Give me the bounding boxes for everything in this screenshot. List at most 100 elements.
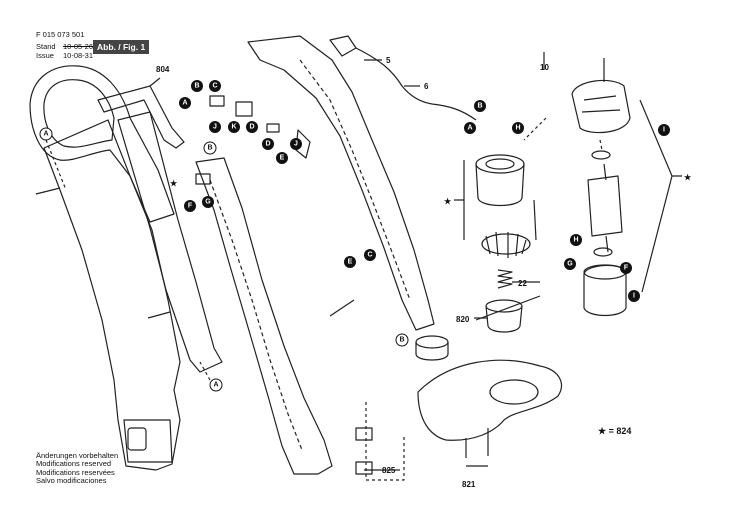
svg-text:F: F	[624, 265, 629, 272]
callout-d-2: D	[262, 138, 274, 150]
bracket-star-motor	[639, 99, 682, 293]
part-5-label: 5	[386, 56, 391, 65]
svg-text:A: A	[43, 131, 48, 138]
spool-housing-top	[475, 154, 525, 174]
part-6-label: 6	[424, 82, 429, 91]
callout-f-2: F	[620, 262, 632, 274]
part-825-label: 825	[382, 466, 396, 475]
callout-e-2: E	[344, 256, 356, 268]
spool-body	[485, 305, 523, 333]
brush-holder-1	[355, 427, 373, 441]
svg-text:B: B	[477, 103, 482, 110]
issue-label: Issue	[36, 51, 54, 60]
callout-j-1: J	[209, 121, 221, 133]
fan-wheel	[481, 233, 531, 255]
stand-label: Stand	[36, 42, 56, 51]
motor-stator	[583, 264, 627, 317]
svg-text:G: G	[567, 261, 573, 268]
callout-b-white-2: B	[395, 333, 409, 347]
callout-h-2: H	[570, 234, 582, 246]
svg-text:C: C	[212, 83, 217, 90]
screw-mid	[147, 311, 171, 319]
shaft-grip	[123, 419, 173, 463]
svg-text:D: D	[265, 141, 270, 148]
cap-body	[415, 342, 449, 361]
switch-cover	[235, 101, 253, 117]
doc-number: F 015 073 501	[36, 30, 85, 39]
cap-top	[415, 335, 449, 349]
modifications-notice: Änderungen vorbehalten Modifications res…	[36, 451, 119, 486]
svg-text:A: A	[213, 382, 218, 389]
part-821-label: 821	[462, 480, 476, 489]
leader-804	[149, 77, 161, 87]
modifications-fr: Modifications reservées	[36, 467, 115, 477]
callout-b-2: B	[474, 100, 486, 112]
dash-A-line	[45, 139, 211, 381]
svg-text:G: G	[205, 199, 211, 206]
callout-a-1: A	[179, 97, 191, 109]
loop-handle-inner	[43, 79, 115, 148]
svg-text:K: K	[231, 124, 236, 131]
spool-housing-inner	[485, 158, 515, 170]
svg-text:D: D	[249, 124, 254, 131]
svg-text:C: C	[367, 252, 372, 259]
main-housing	[247, 35, 435, 331]
bearing-top	[591, 150, 611, 160]
spool-cut-line	[475, 295, 541, 321]
armature-shaft	[603, 163, 609, 253]
bracket-825	[365, 402, 405, 481]
callout-b-1: B	[191, 80, 203, 92]
spool-top	[485, 299, 523, 313]
clip-part	[195, 173, 211, 185]
svg-text:H: H	[515, 125, 520, 132]
left-half-shell	[195, 157, 333, 475]
callout-h-1: H	[512, 122, 524, 134]
callout-j-2: J	[290, 138, 302, 150]
callout-g-2: G	[564, 258, 576, 270]
callout-a-white-1: A	[39, 127, 53, 141]
legend-star-824: ★ = 824	[598, 426, 632, 436]
part-10-label: 10	[540, 63, 549, 72]
svg-text:B: B	[194, 83, 199, 90]
switch-block	[209, 95, 225, 107]
brush-holder-2	[355, 461, 373, 475]
callout-i-1: I	[658, 124, 670, 136]
switch-spring	[266, 123, 280, 133]
fan-blades	[485, 231, 527, 258]
callout-e-1: E	[276, 152, 288, 164]
guard-opening	[489, 379, 539, 405]
callout-c-1: C	[209, 80, 221, 92]
callout-d-1: D	[246, 121, 258, 133]
mains-plug	[329, 35, 357, 57]
svg-text:J: J	[294, 141, 298, 148]
part-804-label: 804	[156, 65, 170, 74]
dash-motor-line	[523, 117, 603, 151]
mains-cable	[355, 47, 477, 121]
armature	[587, 175, 623, 237]
callout-a-2: A	[464, 122, 476, 134]
shaft-window	[127, 427, 147, 451]
svg-text:J: J	[213, 124, 217, 131]
figure-label: Abb. / Fig. 1	[93, 40, 150, 54]
svg-text:B: B	[207, 145, 212, 152]
star-marker-1: ★	[444, 197, 452, 206]
spool-housing-body	[475, 163, 525, 207]
inner-tube	[117, 111, 223, 373]
long-screw	[533, 199, 537, 241]
motor-cap-detail	[581, 95, 621, 113]
stator-top	[583, 264, 627, 280]
callout-c-2: C	[364, 249, 376, 261]
svg-text:H: H	[573, 237, 578, 244]
part-22-label: 22	[518, 279, 527, 288]
left-shell-rib	[209, 179, 303, 451]
modifications-de: Änderungen vorbehalten	[36, 451, 119, 460]
star-marker-3: ★	[170, 179, 178, 188]
callout-i-2: I	[628, 290, 640, 302]
svg-text:E: E	[280, 155, 285, 162]
screw-left	[35, 187, 61, 195]
callout-a-white-2: A	[209, 378, 223, 392]
svg-text:B: B	[399, 337, 404, 344]
svg-text:A: A	[467, 125, 472, 132]
modifications-es: Salvo modificaciones	[36, 476, 107, 486]
